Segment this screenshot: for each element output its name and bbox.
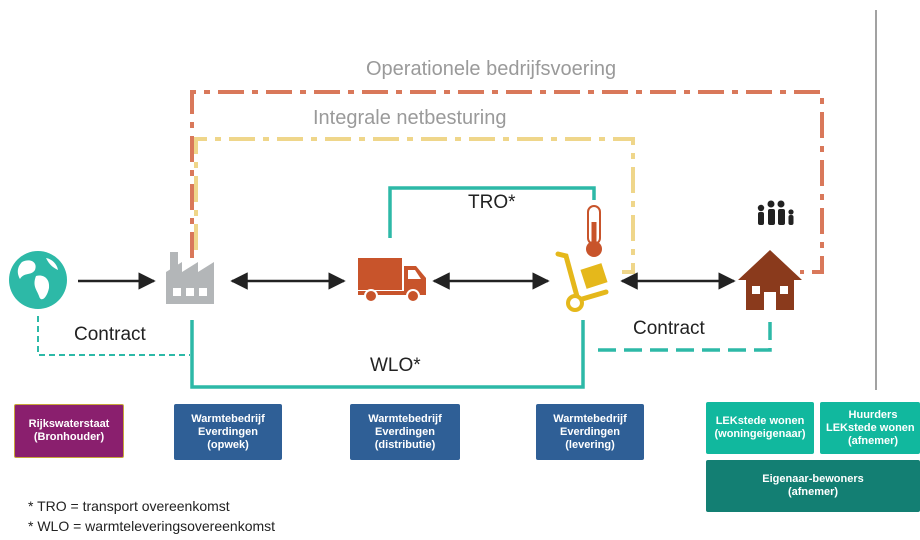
factory-icon xyxy=(166,252,214,304)
thermometer-icon xyxy=(586,205,602,257)
family-icon xyxy=(757,200,794,225)
globe-icon xyxy=(9,251,67,309)
contract-left-label: Contract xyxy=(74,324,146,345)
footnote-wlo: * WLO = warmteleveringsovereenkomst xyxy=(28,518,276,534)
box-huurders-line2: LEKstede wonen xyxy=(826,421,915,434)
operationele-frame xyxy=(190,90,824,274)
box-eigenaar-line1: Eigenaar-bewoners xyxy=(762,473,864,485)
box-opwek-line3: (opwek) xyxy=(207,438,249,451)
box-opwek-line1: Warmtebedrijf xyxy=(191,412,265,425)
box-levering-line3: (levering) xyxy=(565,438,615,451)
contract-left-line xyxy=(37,316,190,356)
box-rijkswaterstaat-line2: (Bronhouder) xyxy=(33,431,105,443)
box-opwek-line2: Everdingen xyxy=(198,425,258,438)
box-huurders-line3: (afnemer) xyxy=(847,434,899,447)
wlo-line xyxy=(190,320,585,389)
integrale-frame xyxy=(194,137,635,274)
hand-truck-icon xyxy=(555,251,609,312)
box-rijkswaterstaat: Rijkswaterstaat (Bronhouder) xyxy=(14,404,124,458)
footnote-tro: * TRO = transport overeenkomst xyxy=(28,498,230,514)
operationele-heading: Operationele bedrijfsvoering xyxy=(366,58,617,80)
wlo-label: WLO* xyxy=(370,355,421,376)
box-levering-line2: Everdingen xyxy=(560,425,620,438)
box-distributie: Warmtebedrijf Everdingen (distributie) xyxy=(350,404,460,460)
box-huurders-line1: Huurders xyxy=(848,408,898,421)
integrale-heading: Integrale netbesturing xyxy=(313,107,507,129)
house-icon xyxy=(738,250,802,310)
box-eigenaar-bewoners: Eigenaar-bewoners (afnemer) xyxy=(706,460,920,512)
contract-right-label: Contract xyxy=(633,318,705,339)
box-distributie-line1: Warmtebedrijf xyxy=(368,412,442,425)
box-opwek: Warmtebedrijf Everdingen (opwek) xyxy=(174,404,282,460)
box-distributie-line2: Everdingen xyxy=(375,425,435,438)
box-lekstede-line2: (woningeigenaar) xyxy=(714,428,806,440)
tro-line xyxy=(388,186,596,238)
box-levering-line1: Warmtebedrijf xyxy=(553,412,627,425)
box-lekstede-line1: LEKstede wonen xyxy=(715,415,805,427)
box-lekstede-wonen: LEKstede wonen (woningeigenaar) xyxy=(706,402,814,454)
box-levering: Warmtebedrijf Everdingen (levering) xyxy=(536,404,644,460)
truck-icon xyxy=(358,258,426,303)
box-huurders: Huurders LEKstede wonen (afnemer) xyxy=(820,402,920,454)
box-rijkswaterstaat-line1: Rijkswaterstaat xyxy=(28,418,110,430)
box-distributie-line3: (distributie) xyxy=(374,438,436,451)
contract-right-line xyxy=(598,318,772,352)
tro-label: TRO* xyxy=(468,192,516,213)
box-eigenaar-line2: (afnemer) xyxy=(787,486,839,498)
